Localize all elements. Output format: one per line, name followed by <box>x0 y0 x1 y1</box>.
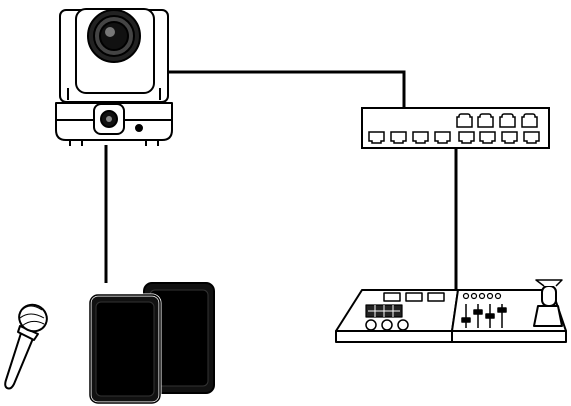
camera-controller-icon <box>336 280 566 342</box>
network-switch-icon <box>362 108 549 148</box>
microphone-icon <box>5 300 51 388</box>
ptz-camera-icon <box>56 9 172 146</box>
link-camera-switch <box>166 72 404 108</box>
speakers-icon <box>90 283 214 403</box>
